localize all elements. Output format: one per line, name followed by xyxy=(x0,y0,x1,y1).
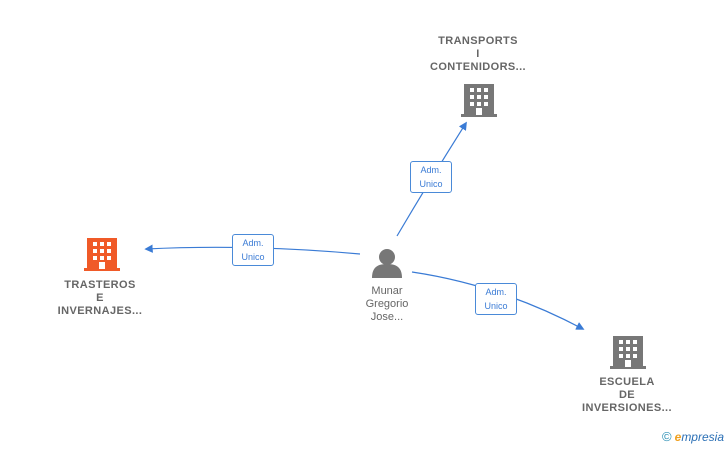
edge-label-line: Adm. xyxy=(485,287,507,297)
label-line: Jose... xyxy=(370,311,404,323)
company-label-trasteros[interactable]: TRASTEROS E INVERNAJES... xyxy=(40,279,160,318)
label-line: INVERNAJES... xyxy=(57,305,143,317)
building-icon[interactable] xyxy=(610,336,646,369)
building-icon[interactable] xyxy=(461,84,497,117)
edge-label-line: Unico xyxy=(484,301,508,311)
label-line: I xyxy=(476,48,480,60)
edge-label-line: Unico xyxy=(241,252,265,262)
building-icon[interactable] xyxy=(84,238,120,271)
label-line: TRANSPORTS xyxy=(438,35,518,47)
edge-label-line: Adm. xyxy=(242,238,264,248)
edge-label-escuela: Adm. Unico xyxy=(475,283,517,315)
label-line: INVERSIONES... xyxy=(582,402,672,414)
edge-label-line: Unico xyxy=(419,179,443,189)
company-label-transports[interactable]: TRANSPORTS I CONTENIDORS... xyxy=(418,35,538,74)
label-line: CONTENIDORS... xyxy=(429,61,527,73)
brand-logo[interactable]: ©empresia xyxy=(662,429,724,444)
edge-label-trasteros: Adm. Unico xyxy=(232,234,274,266)
label-line: ESCUELA xyxy=(599,376,655,388)
company-label-escuela[interactable]: ESCUELA DE INVERSIONES... xyxy=(567,376,687,415)
person-icon[interactable] xyxy=(372,249,402,278)
label-line: Munar xyxy=(371,285,403,297)
label-line: E xyxy=(96,292,104,304)
label-line: TRASTEROS xyxy=(64,279,136,291)
edge-label-transports: Adm. Unico xyxy=(410,161,452,193)
brand-first-letter: e xyxy=(674,430,682,444)
copyright-icon: © xyxy=(662,429,672,444)
brand-name: mpresia xyxy=(681,430,724,444)
edge-label-line: Adm. xyxy=(420,165,442,175)
label-line: DE xyxy=(618,389,636,401)
person-label[interactable]: Munar Gregorio Jose... xyxy=(337,285,437,324)
label-line: Gregorio xyxy=(365,298,409,310)
